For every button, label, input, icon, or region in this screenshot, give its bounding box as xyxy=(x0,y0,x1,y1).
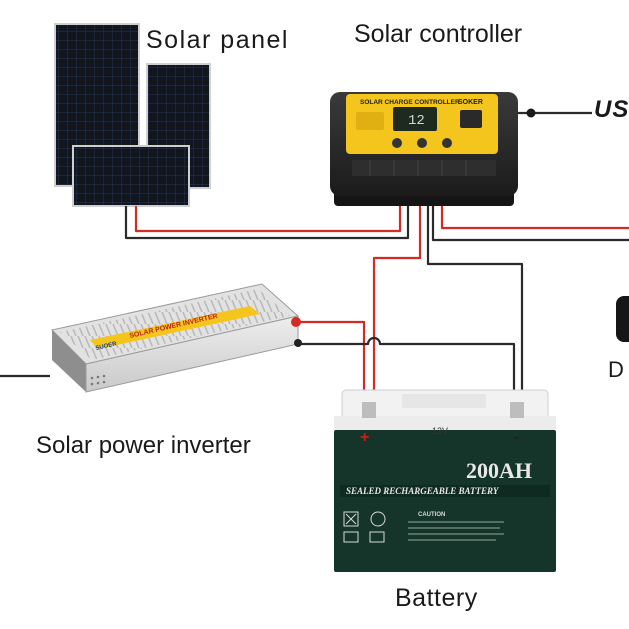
controller-display xyxy=(393,107,437,131)
inverter-label-band xyxy=(90,306,260,349)
battery: + - 12V 200AH SEALED RECHARGEABLE BATTER… xyxy=(334,389,556,572)
wiring xyxy=(0,108,629,418)
wire-load-black xyxy=(431,205,629,242)
partial-edge-label: D xyxy=(608,357,624,382)
controller-button-right xyxy=(442,138,452,148)
battery-lid-ridge xyxy=(402,394,486,408)
partial-usb-label: US xyxy=(594,96,629,123)
solar-panel-front xyxy=(72,145,190,207)
battery-shoulder xyxy=(334,416,556,430)
battery-subtitle: SEALED RECHARGEABLE BATTERY xyxy=(346,486,500,496)
inverter-logo: SUOER xyxy=(95,341,118,352)
inverter-outlet-holes xyxy=(90,374,106,386)
battery-label: Battery xyxy=(395,584,478,612)
battery-capacity: 200AH xyxy=(466,458,532,483)
partial-load-device xyxy=(616,296,629,342)
controller-button-left xyxy=(392,138,402,148)
usb-dot xyxy=(526,108,536,118)
controller-usb-port xyxy=(460,110,482,128)
controller-button-mid xyxy=(417,138,427,148)
solar-panel-label: Solar panel xyxy=(146,26,289,54)
controller-terminal-strip xyxy=(352,160,496,176)
solar-power-inverter-label: Solar power inverter xyxy=(36,432,251,459)
inverter-black-terminal xyxy=(294,339,302,347)
solar-controller-label: Solar controller xyxy=(354,20,523,48)
wire-load-red xyxy=(440,205,629,230)
wire-inv-black xyxy=(300,336,516,418)
controller-logo: SOKER xyxy=(458,99,483,106)
battery-plus-sign: + xyxy=(360,429,369,446)
battery-minus-sign: - xyxy=(514,429,519,446)
controller-display-value: 12 xyxy=(408,113,425,129)
battery-terminal-negative xyxy=(510,402,524,418)
battery-subtitle-band xyxy=(340,485,550,497)
solar-controller: SOLAR CHARGE CONTROLLER SOKER 12 xyxy=(330,92,518,206)
battery-caution-label: CAUTION xyxy=(418,512,445,518)
wire-panel-black xyxy=(124,205,410,240)
controller-status-leds xyxy=(356,112,384,130)
wire-batt-black xyxy=(426,205,524,418)
battery-fine-print xyxy=(408,521,504,541)
controller-brand-text: SOLAR CHARGE CONTROLLER xyxy=(360,99,460,106)
wire-panel-red xyxy=(134,205,402,233)
inverter-red-terminal xyxy=(291,317,301,327)
solar-panel-group xyxy=(54,23,211,207)
inverter-front xyxy=(52,330,86,392)
battery-warning-icons xyxy=(343,511,386,543)
solar-power-inverter: SOLAR POWER INVERTER SUOER xyxy=(51,283,302,393)
battery-body xyxy=(334,430,556,572)
wire-inv-red xyxy=(296,320,366,418)
battery-terminal-positive xyxy=(362,402,376,418)
battery-voltage: 12V xyxy=(432,426,448,436)
